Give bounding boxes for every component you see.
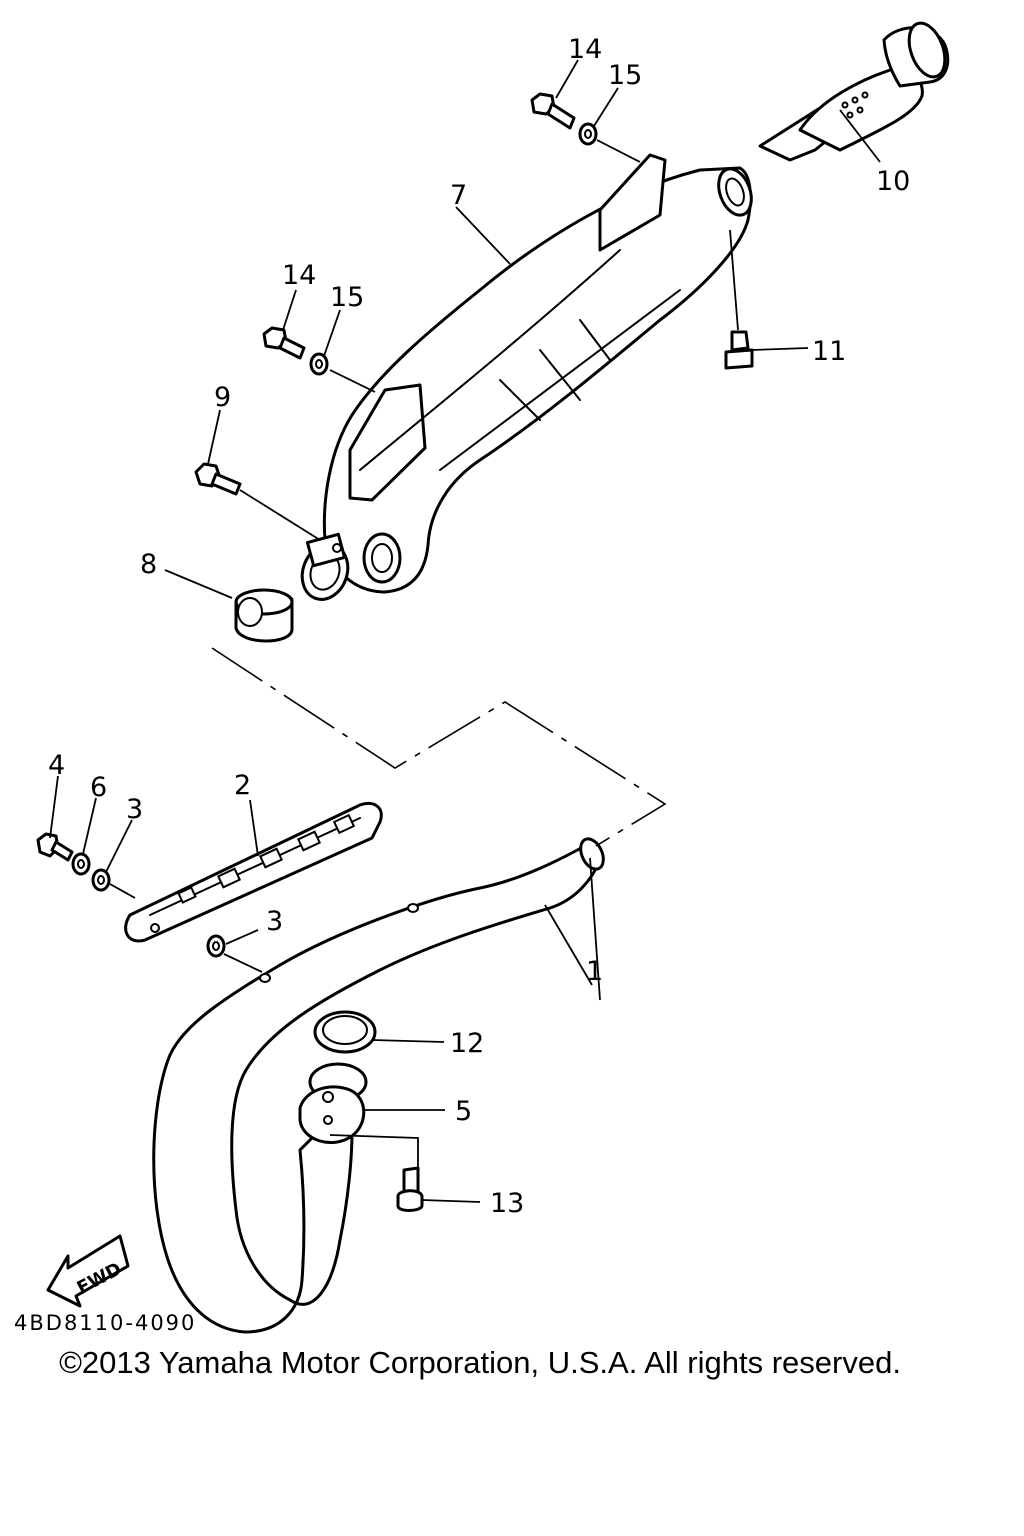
gasket-part-12[interactable] [313, 1010, 377, 1054]
bolt-part-4[interactable] [36, 832, 74, 862]
bolt-part-13[interactable] [396, 1166, 424, 1212]
callout-14-lower: 14 [282, 260, 316, 291]
fwd-arrow-icon: FWD [46, 1234, 130, 1308]
callout-15-lower: 15 [330, 282, 364, 313]
callout-4: 4 [48, 750, 65, 781]
joint-part-8[interactable] [234, 588, 294, 643]
assembly-line-bolt13 [329, 1134, 419, 1168]
callout-2: 2 [234, 770, 251, 801]
assembly-line-bolt14-lower [329, 369, 376, 393]
callout-3-lower: 3 [266, 906, 283, 937]
callout-3-upper: 3 [126, 794, 143, 825]
heat-protector-part-2[interactable] [124, 802, 383, 943]
tail-pipe-part-10[interactable] [758, 18, 952, 162]
callout-6: 6 [90, 772, 107, 803]
washer-part-15-upper[interactable] [578, 122, 598, 146]
assembly-line-bolt11 [729, 229, 739, 331]
bolt-part-14-lower[interactable] [262, 326, 306, 360]
callout-10: 10 [876, 166, 910, 197]
assembly-line-washer3-lower [223, 953, 263, 973]
copyright-notice: ©2013 Yamaha Motor Corporation, U.S.A. A… [59, 1345, 901, 1380]
callout-1: 1 [586, 956, 603, 987]
callout-7: 7 [450, 180, 467, 211]
callout-12: 12 [450, 1028, 484, 1059]
assembly-line-bolt14-upper [596, 139, 641, 163]
washer-part-15-lower[interactable] [309, 352, 329, 376]
callout-13: 13 [490, 1188, 524, 1219]
assembly-line-washer3-upper [109, 883, 136, 899]
bolt-part-11[interactable] [724, 330, 754, 370]
exhaust-joint-part-5[interactable] [298, 1062, 368, 1145]
bolt-part-14-upper[interactable] [530, 92, 576, 130]
exhaust-pipe-part-1[interactable] [152, 835, 608, 1334]
callout-14-upper: 14 [568, 34, 602, 65]
callout-11: 11 [812, 336, 846, 367]
washer-part-3-lower[interactable] [206, 934, 226, 958]
washer-part-6[interactable] [71, 852, 91, 876]
silencer-part-7[interactable] [295, 153, 758, 606]
assembly-line-bolt9 [239, 489, 321, 541]
callout-9: 9 [214, 382, 231, 413]
assembly-chain-line [211, 647, 667, 847]
callout-15-upper: 15 [608, 60, 642, 91]
diagram-code: 4BD8110-4090 [14, 1311, 196, 1335]
callout-8: 8 [140, 549, 157, 580]
bolt-part-9[interactable] [194, 462, 242, 496]
leader-lines [49, 59, 881, 1203]
callout-5: 5 [455, 1096, 472, 1127]
washer-part-3-upper[interactable] [91, 868, 111, 892]
